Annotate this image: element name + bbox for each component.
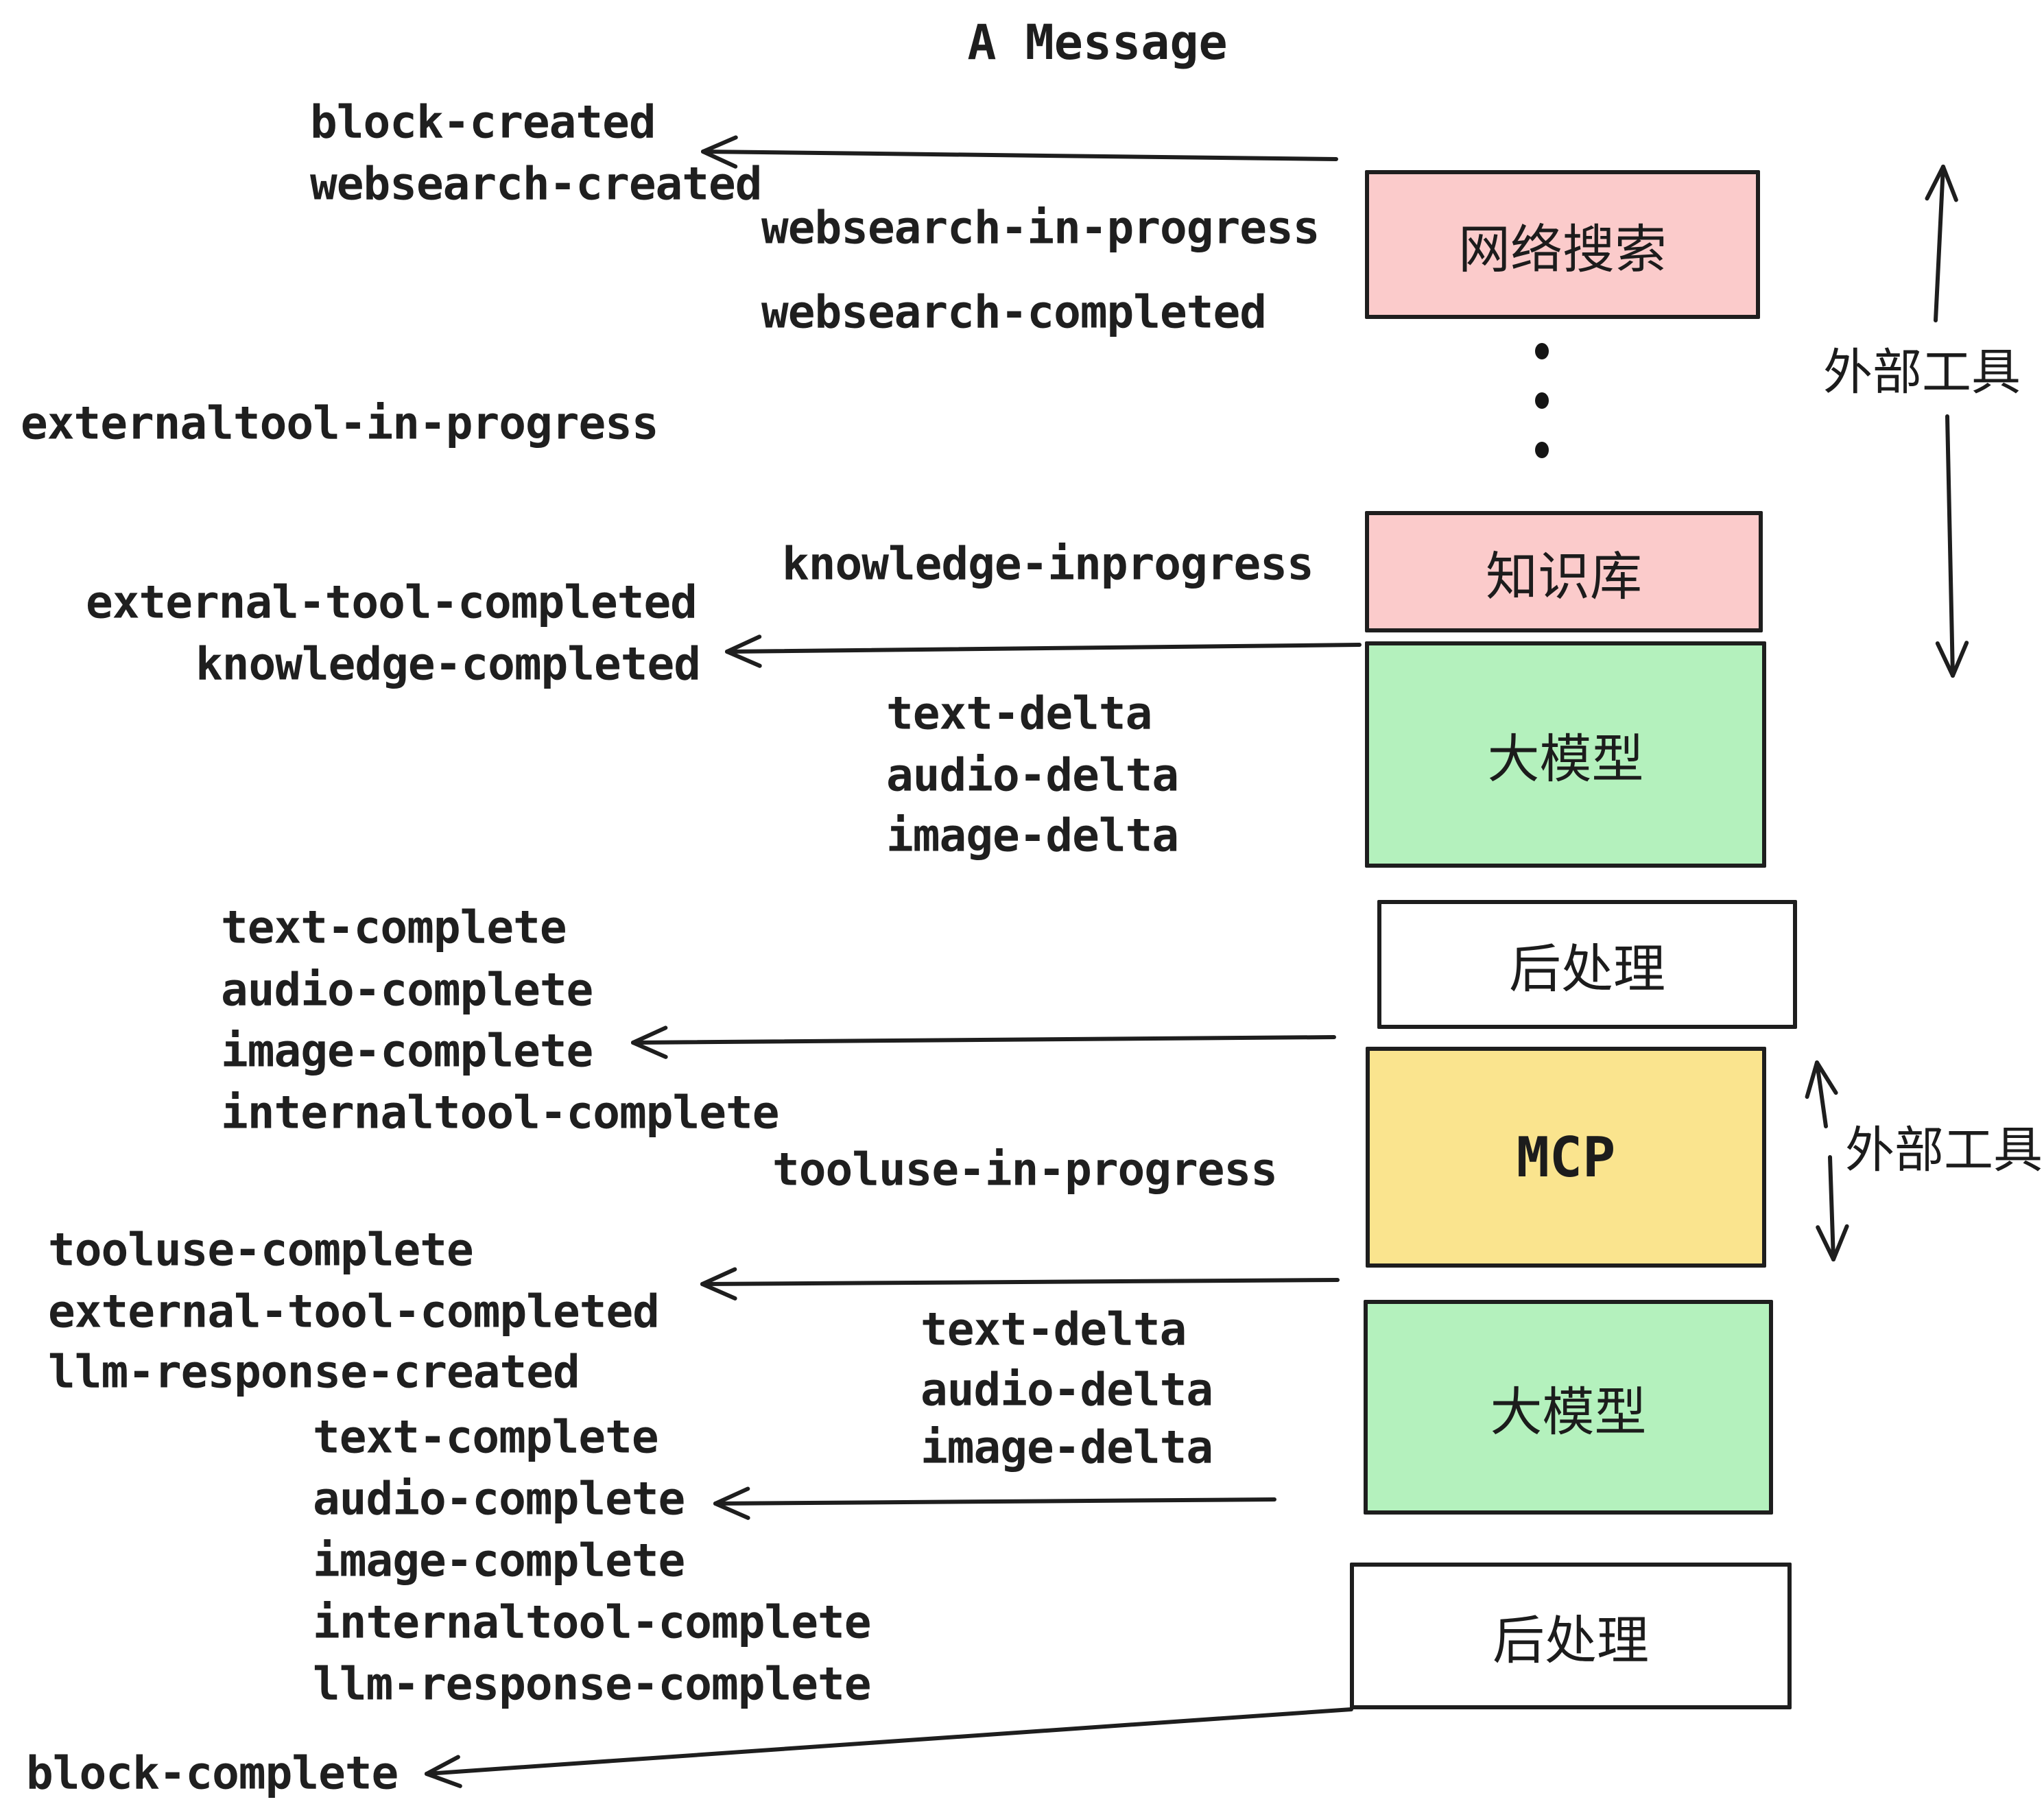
side-label-external-tools-top: 外部工具	[1823, 345, 2021, 401]
arrow-external-top-down	[1935, 414, 1969, 678]
arrow-internal-complete	[631, 1025, 1336, 1059]
ellipsis-dot	[1535, 343, 1549, 359]
event-label-block-complete: block-complete	[26, 1746, 399, 1800]
box-label-llm-1: 大模型	[1487, 731, 1644, 789]
box-knowledge: 知识库	[1365, 511, 1763, 632]
arrow-knowledge-completed	[725, 634, 1362, 668]
box-label-postprocess-1: 后处理	[1509, 940, 1665, 999]
event-label-external-tool-completed-2: external-tool-completed	[48, 1285, 660, 1338]
box-label-mcp: MCP	[1516, 1125, 1616, 1189]
box-llm-2: 大模型	[1364, 1300, 1773, 1515]
box-mcp: MCP	[1366, 1047, 1766, 1268]
event-label-websearch-created: websearch-created	[310, 157, 763, 211]
event-label-text-complete-1: text-complete	[221, 901, 567, 954]
event-label-audio-delta-1: audio-delta	[886, 748, 1179, 802]
event-label-image-delta-2: image-delta	[920, 1421, 1213, 1474]
event-label-internaltool-complete-2: internaltool-complete	[313, 1595, 871, 1649]
arrow-external-top-up	[1925, 165, 1958, 322]
event-label-websearch-in-progress: websearch-in-progress	[761, 201, 1320, 254]
event-label-external-tool-completed-1: external-tool-completed	[86, 575, 698, 629]
event-label-text-delta-2: text-delta	[920, 1303, 1187, 1356]
event-label-audio-complete-2: audio-complete	[313, 1472, 685, 1526]
event-label-image-delta-1: image-delta	[886, 809, 1179, 862]
box-label-llm-2: 大模型	[1490, 1383, 1647, 1442]
box-postprocess-2: 后处理	[1350, 1563, 1792, 1709]
box-label-websearch: 网络搜索	[1458, 220, 1667, 279]
box-llm-1: 大模型	[1365, 641, 1766, 868]
event-label-knowledge-completed: knowledge-completed	[195, 637, 701, 691]
event-label-audio-complete-1: audio-complete	[221, 963, 593, 1017]
ellipsis-dot	[1535, 392, 1549, 409]
event-label-image-complete-2: image-complete	[313, 1534, 685, 1587]
arrow-external-bottom-up	[1805, 1060, 1838, 1128]
event-label-externaltool-in-progress: externaltool-in-progress	[21, 396, 659, 450]
event-label-websearch-completed: websearch-completed	[761, 285, 1267, 339]
arrow-websearch-created	[701, 135, 1338, 169]
event-label-text-complete-2: text-complete	[313, 1410, 659, 1464]
box-label-postprocess-2: 后处理	[1493, 1612, 1649, 1670]
event-label-text-delta-1: text-delta	[886, 687, 1152, 740]
arrow-external-bottom-down	[1816, 1155, 1849, 1261]
event-label-audio-delta-2: audio-delta	[920, 1363, 1213, 1416]
event-label-llm-response-created: llm-response-created	[48, 1345, 580, 1399]
event-label-internaltool-complete-1: internaltool-complete	[221, 1086, 779, 1139]
box-label-knowledge: 知识库	[1486, 547, 1642, 606]
diagram-title: A Message	[967, 14, 1228, 71]
event-label-tooluse-in-progress: tooluse-in-progress	[772, 1143, 1278, 1196]
ellipsis-dot	[1535, 442, 1549, 458]
box-websearch: 网络搜索	[1365, 170, 1760, 319]
event-label-block-created: block-created	[310, 95, 656, 149]
arrow-audio-complete	[713, 1486, 1276, 1520]
event-label-knowledge-inprogress: knowledge-inprogress	[782, 537, 1314, 591]
side-label-external-tools-bottom: 外部工具	[1845, 1123, 2043, 1178]
arrow-tooluse-complete	[700, 1267, 1340, 1301]
event-label-tooluse-complete: tooluse-complete	[48, 1223, 474, 1277]
arrow-block-complete	[425, 1707, 1353, 1788]
event-label-image-complete-1: image-complete	[221, 1024, 593, 1078]
box-postprocess-1: 后处理	[1377, 900, 1797, 1029]
event-label-llm-response-complete: llm-response-complete	[313, 1657, 871, 1711]
